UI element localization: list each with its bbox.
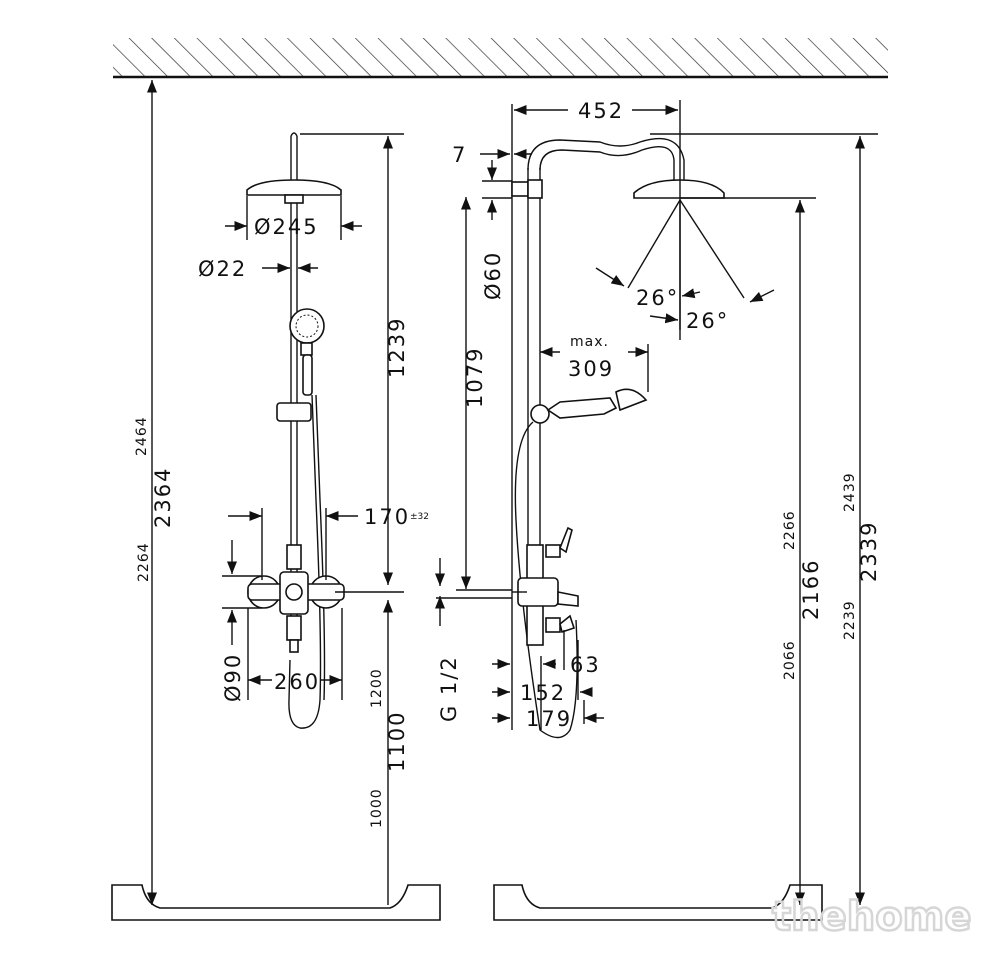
dim-1239: 1239: [385, 317, 409, 378]
dims-right: [434, 100, 878, 905]
floor-left: [111, 884, 441, 921]
watermark: thehome: [772, 894, 972, 940]
dim-179: 179: [526, 707, 572, 731]
dim-rose-diameter: Ø60: [481, 251, 505, 300]
dim-rosette-diameter: Ø90: [221, 653, 245, 702]
dim-2266: 2266: [782, 510, 798, 550]
dim-max-label: max.: [570, 334, 609, 350]
dim-260: 260: [274, 670, 320, 694]
dim-2464: 2464: [134, 416, 150, 456]
dim-2166: 2166: [799, 559, 823, 620]
dim-2364: 2364: [151, 467, 175, 528]
dim-2264: 2264: [136, 542, 152, 582]
side-view: [511, 104, 725, 739]
dim-452: 452: [578, 99, 624, 123]
floor-right: [493, 884, 823, 921]
front-view: [246, 132, 345, 729]
dim-170: 170: [364, 505, 410, 529]
dim-2339: 2339: [857, 521, 881, 582]
dim-thread: G 1/2: [437, 655, 461, 722]
dim-pipe-diameter: Ø22: [198, 257, 247, 281]
dim-2239: 2239: [842, 600, 858, 640]
dim-1100: 1100: [385, 711, 409, 772]
dim-170-tolerance: ±32: [410, 512, 429, 522]
dim-152: 152: [520, 681, 566, 705]
dims-left: [146, 80, 404, 905]
dim-angle-a: 26°: [636, 286, 679, 310]
dim-7: 7: [452, 143, 467, 167]
dim-2066: 2066: [782, 640, 798, 680]
dim-63: 63: [570, 653, 601, 677]
dim-1079: 1079: [463, 347, 487, 408]
dim-2439: 2439: [842, 472, 858, 512]
dim-angle-b: 26°: [686, 309, 729, 333]
dim-1000: 1000: [369, 788, 385, 828]
dim-1200: 1200: [369, 668, 385, 708]
dim-head-diameter: Ø245: [254, 215, 319, 239]
dim-309: 309: [568, 357, 614, 381]
ceiling: [113, 38, 888, 79]
